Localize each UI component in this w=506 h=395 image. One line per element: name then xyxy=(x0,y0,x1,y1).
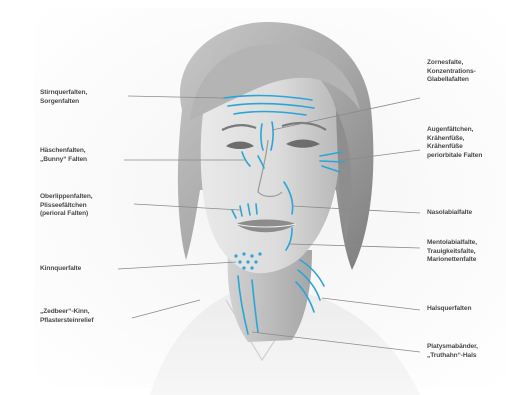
label-marionette-lines: Mentolabialfalte, Trauigkeitsfalte, Mari… xyxy=(427,239,506,265)
label-platysmal-bands: Platysmabänder, „Truthahn“-Hals xyxy=(427,343,506,360)
label-forehead-wrinkles: Stirnquerfalten, Sorgenfalten xyxy=(40,89,150,106)
label-crows-feet: Augenfältchen, Krähenfüße, Krähenfüße pe… xyxy=(427,126,506,160)
label-perioral-lines: Oberlippenfalten, Plisseefältchen (perio… xyxy=(40,193,150,219)
label-chin-crease: Kinnquerfalte xyxy=(40,265,150,274)
label-neck-lines: Halsquerfalten xyxy=(427,305,506,314)
label-bunny-lines: Häschenfalten, „Bunny“ Falten xyxy=(40,147,150,164)
label-cobblestone-chin: „Zedbeer“-Kinn, Pflastersteinrelief xyxy=(40,308,150,325)
label-glabellar-lines: Zornesfalte, Konzentrations- Glabellafal… xyxy=(427,59,506,85)
label-nasolabial-fold: Nasolabialfalte xyxy=(427,209,506,218)
